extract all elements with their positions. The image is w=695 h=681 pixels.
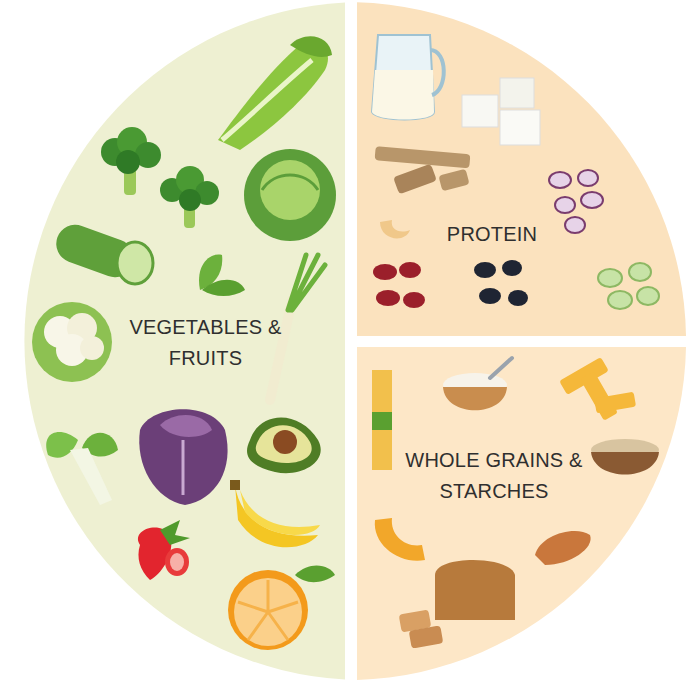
green-cabbage	[244, 149, 336, 241]
red-cabbage	[139, 409, 227, 505]
sweet-potato	[535, 531, 591, 565]
avocado	[247, 418, 321, 474]
group-label: VEGETABLES & FRUITS	[128, 312, 283, 374]
strawberry	[138, 520, 190, 580]
tempeh-strips	[375, 146, 471, 194]
bread-loaf	[399, 560, 515, 649]
group-label: WHOLE GRAINS & STARCHES	[399, 445, 589, 507]
napa-cabbage	[218, 36, 332, 150]
broccoli	[101, 127, 219, 228]
rice-bowl	[443, 358, 512, 410]
milk-jug	[372, 35, 444, 120]
penne	[559, 357, 636, 421]
region-fill	[357, 347, 686, 680]
pinto-beans	[549, 170, 603, 233]
spaghetti-pack	[372, 370, 392, 470]
tofu-cubes	[462, 78, 540, 145]
orange	[228, 566, 335, 650]
cashew	[380, 220, 410, 238]
cauliflower	[32, 302, 112, 382]
region-fill	[357, 2, 686, 336]
green-onion	[270, 255, 325, 400]
quinoa-bowl	[591, 439, 659, 475]
lima-beans	[598, 263, 659, 309]
kidney-beans	[373, 262, 425, 308]
bok-choy	[46, 432, 118, 505]
cucumber	[51, 219, 153, 284]
basil-leaves	[199, 255, 245, 296]
group-label: PROTEIN	[402, 219, 582, 250]
macaroni	[375, 518, 425, 561]
banana	[230, 480, 320, 547]
black-beans	[474, 260, 528, 306]
region-fill	[24, 3, 345, 680]
